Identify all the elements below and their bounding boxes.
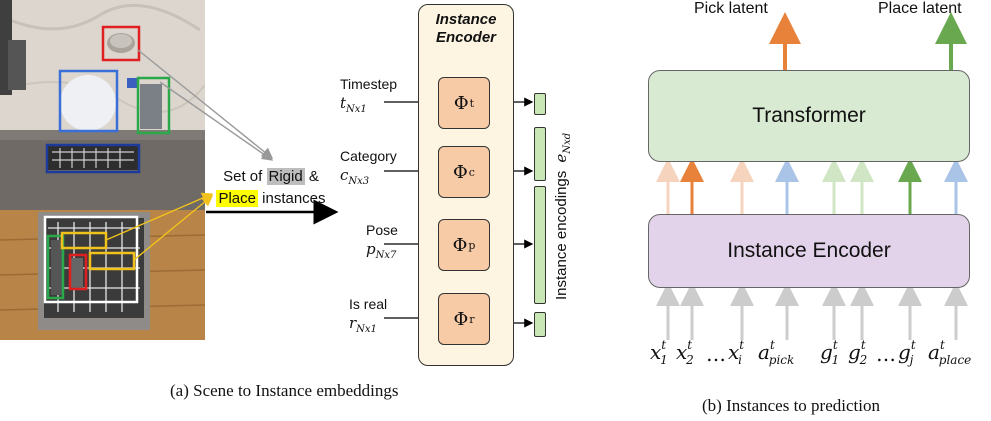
input-sub: Nx3 [348, 176, 370, 187]
phi-symbol: Φ [453, 92, 469, 114]
phi-symbol: Φ [453, 161, 468, 183]
instance-encoder-label: Instance Encoder [727, 239, 891, 262]
input-label: Timestep [340, 76, 398, 92]
phi-sub: c [468, 165, 475, 179]
phi-sub: p [468, 238, 476, 252]
instances-word: instances [262, 190, 326, 207]
ampersand-text: & [308, 168, 319, 185]
token-g2: gt2 [848, 338, 868, 367]
encoding-bar-p [534, 186, 546, 304]
input-var: c [340, 166, 349, 184]
input-category: Category cNx3 [340, 148, 397, 187]
encoder-title-line1: Instance [435, 11, 497, 28]
scene-image [0, 0, 206, 340]
token-a-pick: atpick [758, 338, 795, 367]
token-xi: xti [728, 338, 745, 367]
encoding-bar-c [534, 127, 546, 181]
input-sub: Nx1 [346, 104, 367, 115]
pick-latent-label: Pick latent [694, 0, 768, 17]
token-ellipsis-1: … [706, 342, 726, 366]
caption-b: (b) Instances to prediction [702, 396, 880, 415]
input-var: t [340, 94, 347, 112]
rigid-word: Rigid [266, 168, 305, 185]
phi-sub: r [469, 312, 475, 326]
token-ellipsis-2: … [876, 342, 896, 366]
input-label: Is real [349, 296, 388, 312]
input-pose: Pose pNx7 [366, 222, 398, 261]
encoder-title-line2: Encoder [435, 29, 496, 46]
input-var: r [349, 314, 357, 332]
input-is-real: Is real rNx1 [349, 296, 387, 335]
input-label: Category [340, 148, 397, 164]
transformer-box: Transformer [648, 70, 970, 162]
encoding-bar-t [534, 93, 546, 115]
encoding-bar-r [534, 312, 546, 337]
token-x1: xt1 [650, 338, 668, 367]
phi-sub: t [469, 96, 475, 110]
caption-a: (a) Scene to Instance embeddings [170, 381, 399, 400]
set-of-instances-label: Set of Rigid & Place instances [206, 166, 336, 210]
input-var: p [366, 240, 376, 258]
place-word: Place [216, 190, 258, 207]
input-sub: Nx1 [356, 324, 377, 335]
token-x2: xt2 [676, 338, 694, 367]
phi-symbol: Φ [453, 308, 469, 330]
token-gj: gtj [898, 338, 916, 367]
input-label: Pose [366, 222, 398, 238]
input-timestep: Timestep tNx1 [340, 76, 397, 115]
token-a-place: atplace [928, 338, 972, 367]
token-row: xt1 xt2 … xti atpick gt1 gt2 … gtj atpla… [0, 338, 991, 380]
transformer-label: Transformer [752, 104, 866, 127]
phi-symbol: Φ [452, 234, 468, 256]
token-g1: gt1 [820, 338, 840, 367]
set-of-text: Set of [223, 168, 263, 185]
input-sub: Nx7 [375, 250, 397, 261]
instance-encoder-box: Instance Encoder [648, 214, 970, 288]
